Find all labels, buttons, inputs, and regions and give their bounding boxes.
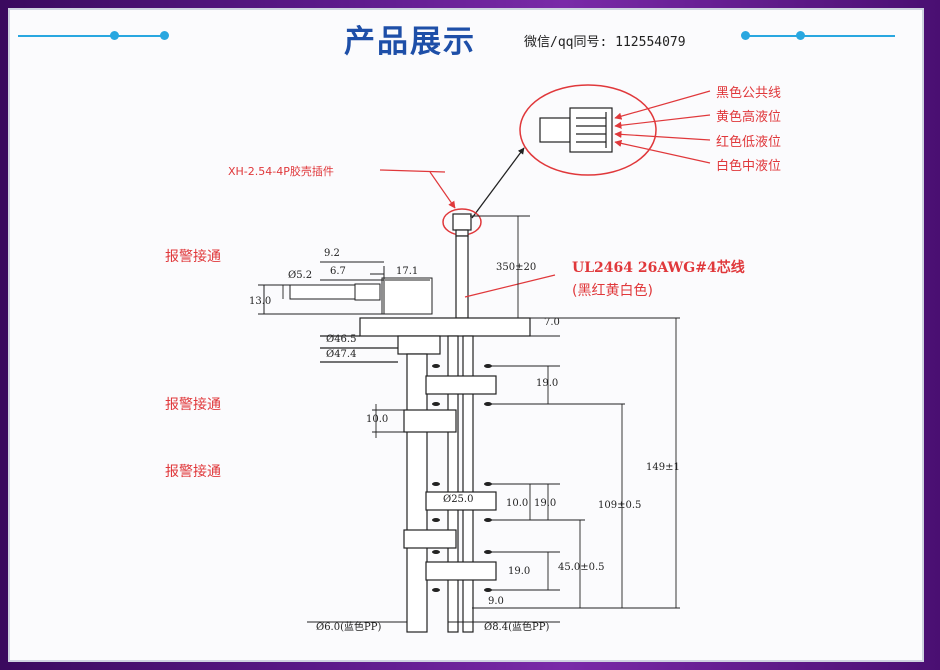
page-title: 产品展示 [344,24,476,60]
dim-label: Ø25.0 [443,494,474,505]
dim-label: Ø47.4 [326,349,357,360]
dim-label: 17.1 [396,266,419,277]
pin-label-3: 红色低液位 [716,135,782,150]
dim-label: Ø6.0(蓝色PP) [316,622,382,633]
contact-info: 微信/qq同号: 112554079 [524,35,686,50]
side-housing [258,261,433,315]
cable-leader [464,274,556,298]
side-floats [403,409,457,549]
dim-label: 19.0 [536,378,559,389]
cable-colors: (黑红黄白色) [572,283,653,299]
connector-body [539,107,613,153]
header-dot-right-2 [796,31,805,40]
dim-7 [530,317,680,337]
cable-spec: UL2464 26AWG#4芯线 [572,260,745,276]
flange [320,317,531,363]
dim-label: 13.0 [249,296,272,307]
dim-label: 10.0 [366,414,389,425]
alarm-label-3: 报警接通 [165,464,221,480]
connector-detail [519,84,657,176]
dim-label: Ø46.5 [326,334,357,345]
header-dot-left [110,31,119,40]
pin-label-1: 黑色公共线 [716,86,782,101]
pin-label-2: 黄色高液位 [716,110,782,125]
dim-label: 19.0 [508,566,531,577]
dim-label: 9.2 [324,248,340,259]
dim-label: 350±20 [496,262,537,273]
dim-label: 10.0 [506,498,529,509]
clips [432,364,492,592]
dim-label: 6.7 [330,266,346,277]
dim-label: 19.0 [534,498,557,509]
floats [425,375,497,581]
dim-label: Ø8.4(蓝色PP) [484,622,550,633]
pin-label-4: 白色中液位 [716,159,782,174]
header-dot-left-2 [160,31,169,40]
zoom-arrow [471,147,525,219]
dim-label: Ø5.2 [288,270,313,281]
connector-label: XH-2.54-4P胶壳插件 [228,165,334,178]
alarm-label-2: 报警接通 [165,397,221,413]
plug [452,213,472,237]
dim-label: 109±0.5 [598,500,642,511]
header-line-right [745,35,895,37]
dim-label: 149±1 [646,462,680,473]
dim-label: 45.0±0.5 [558,562,605,573]
pin-arrows [614,90,711,164]
dims-left [307,404,560,623]
dim-label: 7.0 [544,317,560,328]
cable [455,235,469,319]
dim-label: 9.0 [488,596,504,607]
header-line-left [18,35,168,37]
header-dot-right [741,31,750,40]
dims-top-left [282,261,430,299]
alarm-label-1: 报警接通 [165,249,221,265]
dims-right [472,318,680,609]
